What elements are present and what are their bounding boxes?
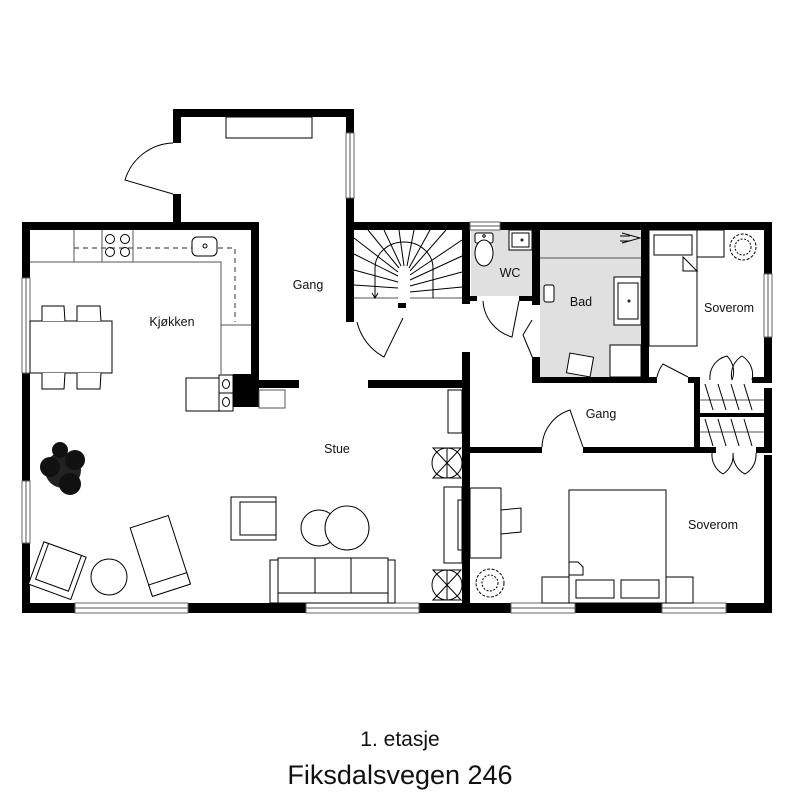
bad-fixtures bbox=[540, 232, 642, 378]
floor-label: 1. etasje bbox=[360, 728, 440, 751]
lower-bedroom-furniture bbox=[469, 487, 694, 604]
room-label-bad: Bad bbox=[570, 295, 592, 309]
staircase bbox=[353, 229, 463, 303]
entry-bench bbox=[225, 116, 313, 139]
wardrobe bbox=[700, 383, 764, 447]
room-label-gang-lower: Gang bbox=[586, 407, 617, 421]
address-title: Fiksdalsvegen 246 bbox=[287, 760, 513, 790]
wc-fixtures bbox=[474, 229, 533, 267]
windows bbox=[21, 132, 773, 614]
kitchen-counters bbox=[29, 230, 286, 412]
room-labels: Gang Kjøkken WC Bad Soverom Stue Gang So… bbox=[149, 266, 754, 532]
room-label-gang: Gang bbox=[293, 278, 324, 292]
room-label-wc: WC bbox=[500, 266, 521, 280]
speaker-icon bbox=[431, 569, 463, 601]
doors bbox=[124, 142, 757, 475]
room-label-soverom-upper: Soverom bbox=[704, 301, 754, 315]
upper-bedroom-furniture bbox=[648, 229, 757, 347]
room-label-stue: Stue bbox=[324, 442, 350, 456]
room-label-soverom-lower: Soverom bbox=[688, 518, 738, 532]
living-room-furniture bbox=[27, 389, 463, 604]
plant-icon bbox=[40, 442, 85, 495]
room-label-kjokken: Kjøkken bbox=[149, 315, 194, 329]
speaker-icon bbox=[431, 447, 463, 479]
